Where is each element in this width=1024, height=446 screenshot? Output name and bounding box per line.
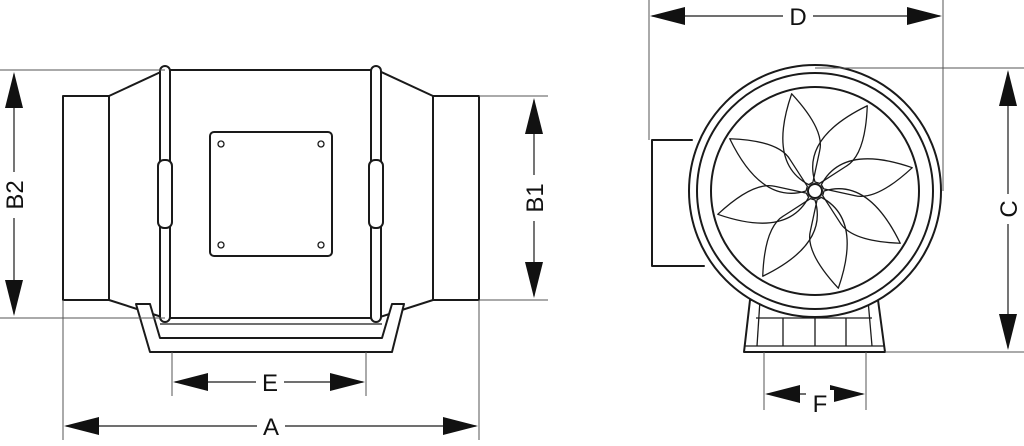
terminal-screw [317,241,325,249]
arrow-head [999,314,1017,350]
impeller-blade [812,105,868,184]
impeller [717,93,913,289]
impeller-blade [729,138,808,194]
arrow-head [443,417,478,435]
mounting-bracket [135,303,405,353]
dimension-e: E [173,368,365,397]
label-c: C [996,200,1023,217]
label-b1: B1 [522,183,549,212]
right-taper [376,69,434,319]
arrow-head [650,7,685,25]
impeller-blade [809,196,848,289]
arrow-head [173,373,208,391]
left-taper [108,69,166,319]
arrow-head [830,385,865,403]
label-e: E [262,370,278,397]
label-f: F [813,391,828,418]
dimension-c: C [995,70,1023,350]
label-a: A [263,414,279,441]
dimension-b1: B1 [521,98,549,298]
terminal-screw [217,241,225,249]
hub [807,183,823,199]
arrow-head [330,373,365,391]
impeller-blade [717,185,810,224]
right-spigot [432,95,480,301]
dimension-b2: B2 [2,72,29,316]
arrow-head [525,262,543,298]
arrow-head [5,280,23,316]
label-d: D [789,4,806,31]
arrow-head [765,385,800,403]
dimension-a: A [64,412,478,441]
arrow-head [999,70,1017,106]
outer-ring-inner [696,72,934,310]
right-strap-clip [368,159,384,229]
terminal-screw [217,140,225,148]
arrow-head [525,98,543,134]
arrow-head [64,417,99,435]
label-b2: B2 [2,180,29,209]
impeller-blade [782,93,821,186]
front-view [648,0,1024,410]
dimension-d: D [650,2,942,31]
side-view [0,65,548,440]
dimension-f: F [765,385,865,418]
left-strap-clip [157,159,173,229]
terminal-box [209,131,333,257]
impeller-blade [762,198,818,277]
terminal-screw [317,140,325,148]
impeller-blade [820,158,913,197]
arrow-head [5,72,23,108]
left-spigot [62,95,110,301]
inner-ring [710,86,920,296]
arrow-head [907,7,942,25]
impeller-blade [822,188,901,244]
